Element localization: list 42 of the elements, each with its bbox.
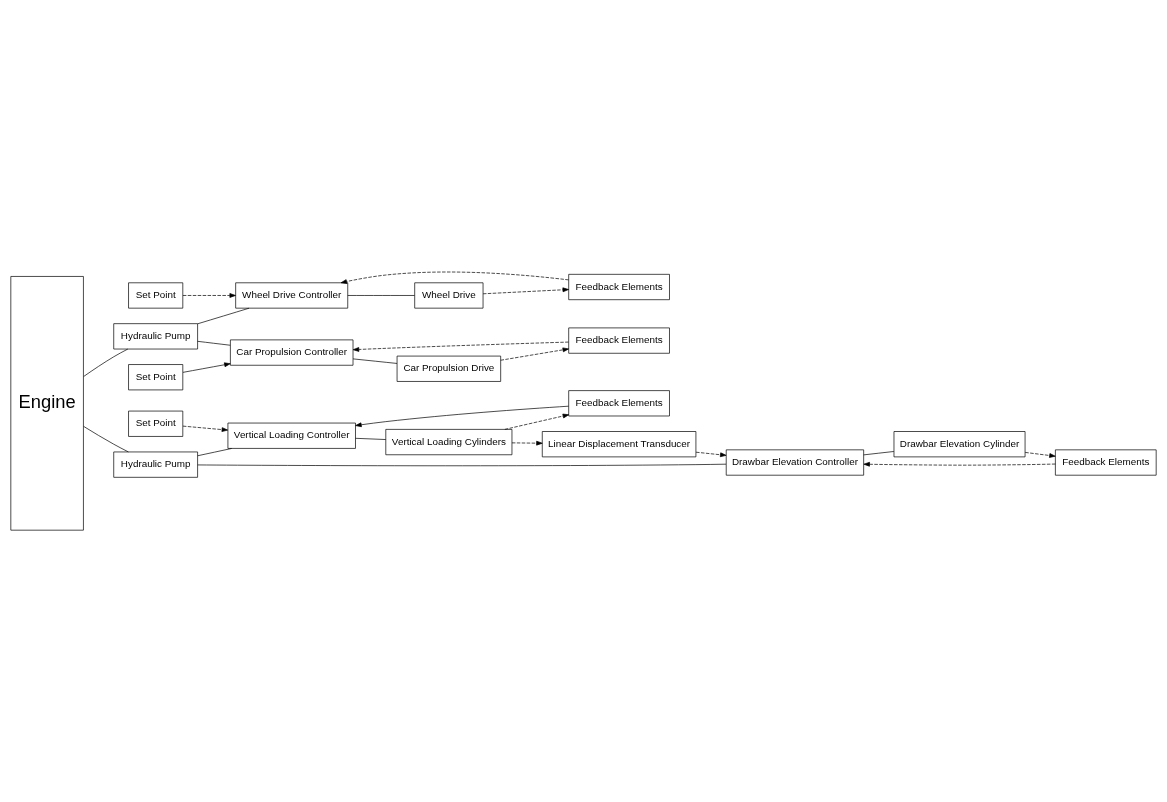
arrow [340,271,569,284]
node-box: Feedback Elements [1055,449,1157,476]
node-box: Drawbar Elevation Controller [725,449,864,476]
node-box: Set Point [128,364,184,391]
arrow [355,405,569,428]
arrow [352,341,569,352]
node-box: Car Propulsion Controller [230,339,354,366]
node-box: Car Propulsion Drive [396,355,502,382]
arrow [500,347,569,361]
connector [355,437,387,440]
node-box: Vertical Loading Cylinders [385,429,513,456]
connector [197,307,250,325]
node-box: Linear Displacement Transducer [541,431,697,458]
node-box: Feedback Elements [568,273,670,301]
connector [863,451,895,456]
connector [83,426,129,453]
node-box: Feedback Elements [568,327,670,354]
node-box: Drawbar Elevation Cylinder [893,431,1026,458]
node-box: Feedback Elements [568,390,670,417]
arrow [182,425,228,432]
connector [352,358,398,364]
node-box: Wheel Drive [414,282,484,309]
connector [83,348,129,377]
node-box: Set Point [128,282,184,309]
arrow [695,451,727,458]
connector [197,448,233,457]
arrow [511,440,543,446]
connector [197,463,727,467]
connector [347,295,415,296]
arrow [1024,452,1056,458]
arrow [482,287,569,295]
arrow [182,293,236,298]
arrow [182,362,231,373]
node-box: Wheel Drive Controller [235,282,349,309]
node-box: Set Point [128,410,184,437]
node-box: Hydraulic Pump [113,323,198,350]
connector [197,340,231,346]
arrow [504,413,570,430]
arrow [863,461,1056,467]
node-box: Hydraulic Pump [113,451,198,478]
node-box: Vertical Loading Controller [227,422,356,449]
node-box: Engine [10,276,84,531]
